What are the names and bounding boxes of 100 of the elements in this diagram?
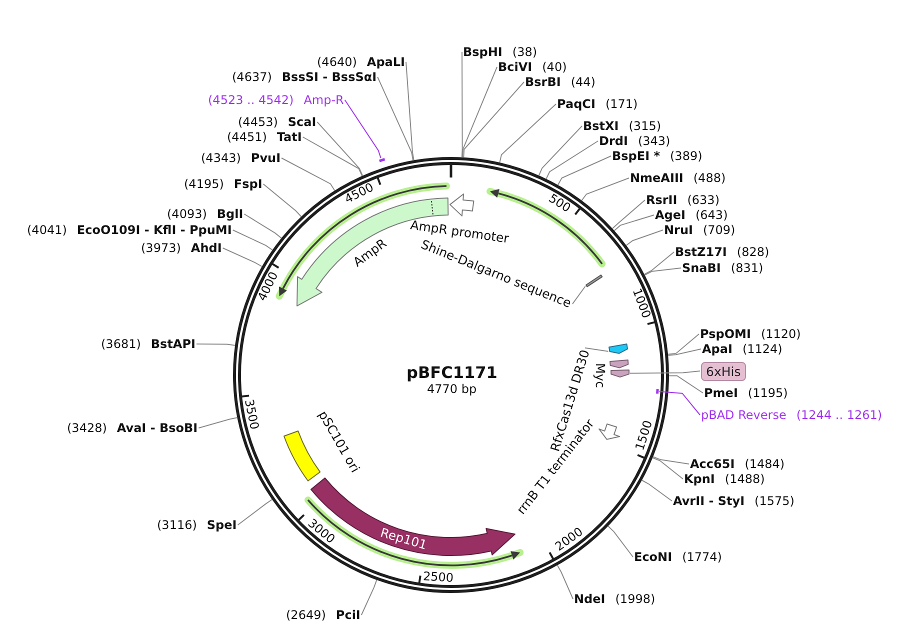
cut-position: (4640)	[317, 54, 357, 70]
cut-position: (38)	[512, 44, 538, 60]
leader-line	[360, 579, 378, 616]
leader-line	[244, 214, 282, 239]
cut-position: (3428)	[67, 420, 107, 436]
enzyme-name: PmeI	[704, 386, 738, 400]
enzyme-name: NdeI	[574, 592, 606, 606]
leader-line	[608, 526, 634, 558]
enzyme-name: AhdI	[190, 240, 222, 256]
leader-line	[196, 344, 236, 346]
leader-line	[614, 214, 654, 232]
enzyme-name: BglI	[216, 206, 244, 222]
leader-line	[344, 100, 382, 159]
cut-position: (488)	[693, 170, 726, 186]
primer-mark	[654, 388, 660, 395]
enzyme-name: BspHI	[463, 44, 502, 60]
cut-position: (1120)	[760, 326, 801, 342]
primer-range: (1244 .. 1261)	[796, 408, 882, 422]
enzyme-name: AvaI - BsoBI	[116, 420, 198, 436]
enzyme-name: TatI	[276, 130, 302, 144]
enzyme-name: EcoO109I - KflI - PpuMI	[76, 222, 232, 238]
cut-position: (343)	[638, 134, 670, 148]
leader-line	[668, 375, 704, 394]
enzyme-name: BspEI *	[612, 148, 660, 164]
cut-position: (4451)	[227, 130, 267, 144]
enzyme-name: NruI	[664, 222, 693, 238]
cut-position: (4195)	[184, 176, 224, 192]
cut-position: (44)	[570, 74, 596, 90]
primer-range: (4523 .. 4542)	[208, 92, 294, 108]
feature-label: Rep101	[378, 525, 429, 553]
enzyme-name: ApaI	[702, 342, 732, 356]
feature-marker	[608, 343, 628, 355]
cut-position: (315)	[628, 118, 662, 134]
leader-line	[584, 347, 609, 352]
leader-line	[556, 564, 574, 600]
enzyme-name: BciVI	[498, 60, 532, 74]
enzyme-name: RsrII	[646, 192, 678, 208]
leader-line	[612, 200, 646, 229]
cut-position: (3681)	[101, 336, 141, 352]
cut-position: (1195)	[748, 386, 788, 400]
enzyme-name: BsrBI	[525, 74, 561, 90]
leader-line	[281, 158, 336, 192]
leader-line	[316, 122, 364, 176]
cut-position: (3116)	[157, 518, 197, 532]
enzyme-name: FspI	[234, 176, 262, 192]
scale-number: 4500	[342, 181, 376, 206]
leader-line	[668, 348, 702, 356]
cut-position: (4093)	[167, 206, 207, 222]
leader-line	[222, 248, 262, 267]
cut-position: (171)	[605, 96, 638, 112]
cut-position: (1484)	[744, 456, 785, 472]
enzyme-name: ApaLI	[366, 54, 405, 70]
leader-line	[658, 391, 700, 416]
leader-line	[652, 457, 684, 480]
cut-position: (4343)	[201, 150, 241, 166]
leader-line	[463, 82, 524, 158]
leader-line	[302, 136, 363, 176]
leader-line	[462, 66, 498, 158]
scale-number: 500	[546, 192, 572, 215]
primer-name: Amp-R	[304, 92, 344, 108]
cut-position: (3973)	[141, 240, 181, 256]
enzyme-name: ScaI	[288, 114, 316, 130]
scale-number: 1000	[629, 287, 652, 320]
enzyme-name: BstZ17I	[675, 244, 727, 260]
enzyme-name: PaqCI	[557, 96, 596, 112]
enzyme-name: AgeI	[655, 208, 686, 222]
cut-position: (4637)	[232, 70, 272, 84]
leader-line	[538, 126, 582, 176]
cut-position: (389)	[670, 148, 702, 164]
leader-line	[377, 76, 414, 161]
leader-line	[237, 499, 273, 526]
leader-line	[461, 52, 463, 158]
leader-line	[499, 104, 556, 163]
enzyme-name: BssSI - BssSαI	[282, 70, 377, 84]
enzyme-name: AvrII - StyI	[673, 494, 745, 508]
cut-position: (1124)	[742, 342, 782, 356]
leader-line	[668, 334, 700, 355]
enzyme-name: BstAPI	[150, 336, 196, 352]
cut-position: (40)	[542, 60, 567, 74]
cut-position: (831)	[730, 260, 764, 276]
leader-line	[644, 268, 682, 276]
enzyme-name: PspOMI	[700, 326, 751, 342]
leader-line	[641, 480, 672, 502]
cut-position: (1998)	[615, 592, 656, 606]
leader-line	[198, 417, 238, 428]
leader-line	[626, 230, 664, 246]
scale-number: 3500	[242, 398, 262, 432]
enzyme-name: SnaBI	[682, 260, 721, 276]
cut-position: (4453)	[238, 114, 278, 130]
cut-position: (828)	[736, 244, 770, 260]
leader-line	[546, 140, 598, 180]
scale-number: 2500	[422, 570, 454, 586]
primer-mark	[378, 157, 386, 164]
enzyme-name: NmeAIII	[630, 170, 684, 186]
leader-line	[262, 184, 302, 218]
cut-position: (1575)	[754, 494, 794, 508]
primer-name: pBAD Reverse	[701, 408, 786, 422]
leader-line	[232, 230, 273, 251]
cut-position: (1774)	[682, 550, 722, 564]
enzyme-name: KpnI	[684, 472, 715, 486]
